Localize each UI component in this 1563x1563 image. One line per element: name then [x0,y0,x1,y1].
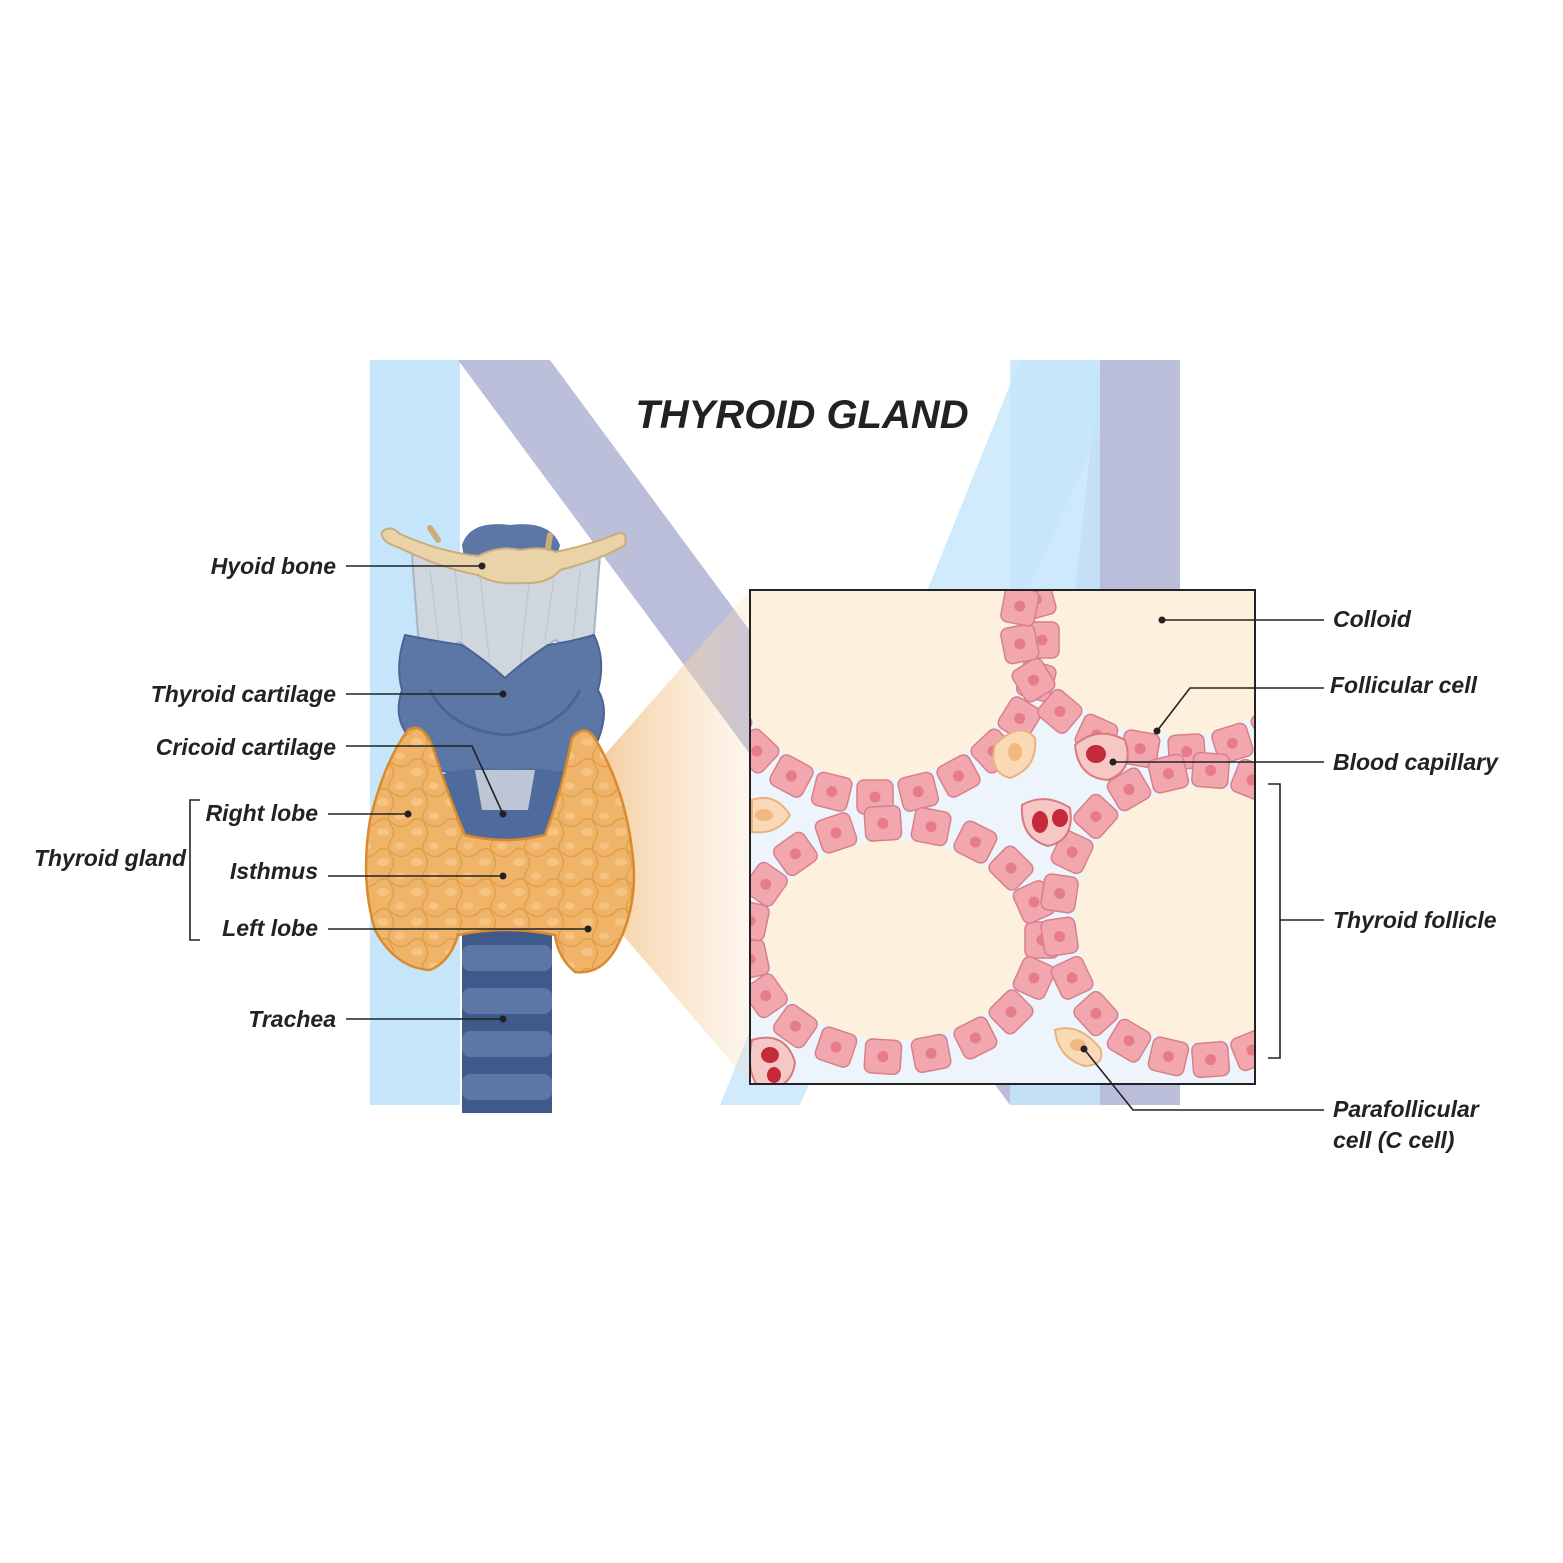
label-left-lobe: Left lobe [222,915,318,941]
follicular-cell [997,696,1042,741]
follicular-cell [1073,793,1119,840]
follicular-cell [910,1033,952,1074]
follicular-cell [1147,753,1190,794]
follicular-cell [857,466,893,500]
label-thyroid-follicle: Thyroid follicle [1333,907,1497,933]
follicular-cell [1280,672,1329,721]
label-thyroid-cartilage: Thyroid cartilage [151,681,337,707]
follicular-cell [897,467,940,509]
thyroid-gland-shape [364,726,636,974]
thyroid-follicle-bracket [1268,783,1281,1059]
label-hyoid-bone: Hyoid bone [211,553,336,579]
follicular-cell [769,754,814,798]
follicular-cell [750,973,788,1019]
follicular-cell [1073,990,1119,1037]
label-follicular-cell: Follicular cell [1330,672,1478,698]
label-parafollicular-line2: cell (C cell) [1333,1127,1454,1153]
capillary-cells [750,732,1129,1084]
follicular-cell [706,537,754,585]
follicular-cell [863,804,903,842]
follicular-cell [1106,767,1152,812]
follicular-cell [1011,657,1056,703]
follicular-cell [814,1026,858,1068]
follicular-cell [953,820,998,864]
follicular-cell [1191,1041,1231,1079]
follicular-cell [1000,623,1040,665]
follicular-cell [1280,529,1329,578]
follicular-cell [988,989,1034,1035]
follicular-cell [810,771,853,812]
follicular-cell [1000,590,1040,627]
follicular-cell [1191,751,1231,789]
follicular-cell [1303,565,1348,611]
histology-box [706,466,1357,1084]
follicular-cell [1249,502,1298,550]
follicular-cell [988,845,1034,891]
follicular-cell [953,1016,998,1060]
follicular-cell [1012,956,1056,1000]
follicular-cell [936,754,981,798]
follicular-cell [750,938,770,980]
follicular-cell [1314,850,1357,894]
follicular-cell [1106,1018,1152,1063]
trachea-illustration [462,930,552,1113]
label-cricoid-cartilage: Cricoid cartilage [156,734,336,760]
thyroid-gland-bracket [189,799,200,941]
thyroid-cartilage-shape [397,633,605,792]
follicular-cells [706,466,1357,1079]
label-colloid: Colloid [1333,606,1412,632]
label-isthmus: Isthmus [230,858,318,884]
follicular-cell [814,812,858,854]
histology-labels: Colloid Follicular cell Blood capillary … [1080,606,1499,1153]
label-trachea: Trachea [248,1006,336,1032]
follicular-cell [1040,916,1079,957]
follicular-cell [1293,972,1341,1021]
follicular-cell [772,831,818,877]
label-thyroid-gland: Thyroid gland [34,845,187,871]
follicular-cell [1293,809,1341,858]
page-title: THYROID GLAND [635,393,968,437]
follicular-cell [1037,688,1083,734]
follicular-cell [810,467,853,509]
anatomy-labels: Hyoid bone Thyroid cartilage Cricoid car… [34,553,592,1032]
follicular-cell [750,728,780,774]
follicular-cell [1050,830,1094,875]
follicular-cell [732,504,782,553]
follicular-cell [1314,936,1357,980]
follicular-cell [750,900,770,942]
hyoid-bone-shape [380,527,627,585]
follicular-cell [1147,1036,1190,1077]
follicular-cell [910,806,952,847]
label-blood-capillary: Blood capillary [1333,749,1499,775]
parafollicular-cells [751,729,1103,1068]
follicular-cell [1210,485,1254,528]
follicular-cell [863,1038,903,1076]
follicular-cell [856,779,894,815]
follicular-cell [768,480,816,527]
follicular-cell [1040,873,1079,914]
follicular-cell [750,861,788,907]
follicular-cell [1211,722,1254,764]
zoom-beam [600,590,750,1084]
follicular-cell [772,1003,818,1049]
follicular-cell [1264,1004,1313,1053]
follicular-cell [1050,955,1094,1000]
label-parafollicular-line1: Parafollicular [1333,1096,1480,1122]
label-right-lobe: Right lobe [206,800,319,826]
